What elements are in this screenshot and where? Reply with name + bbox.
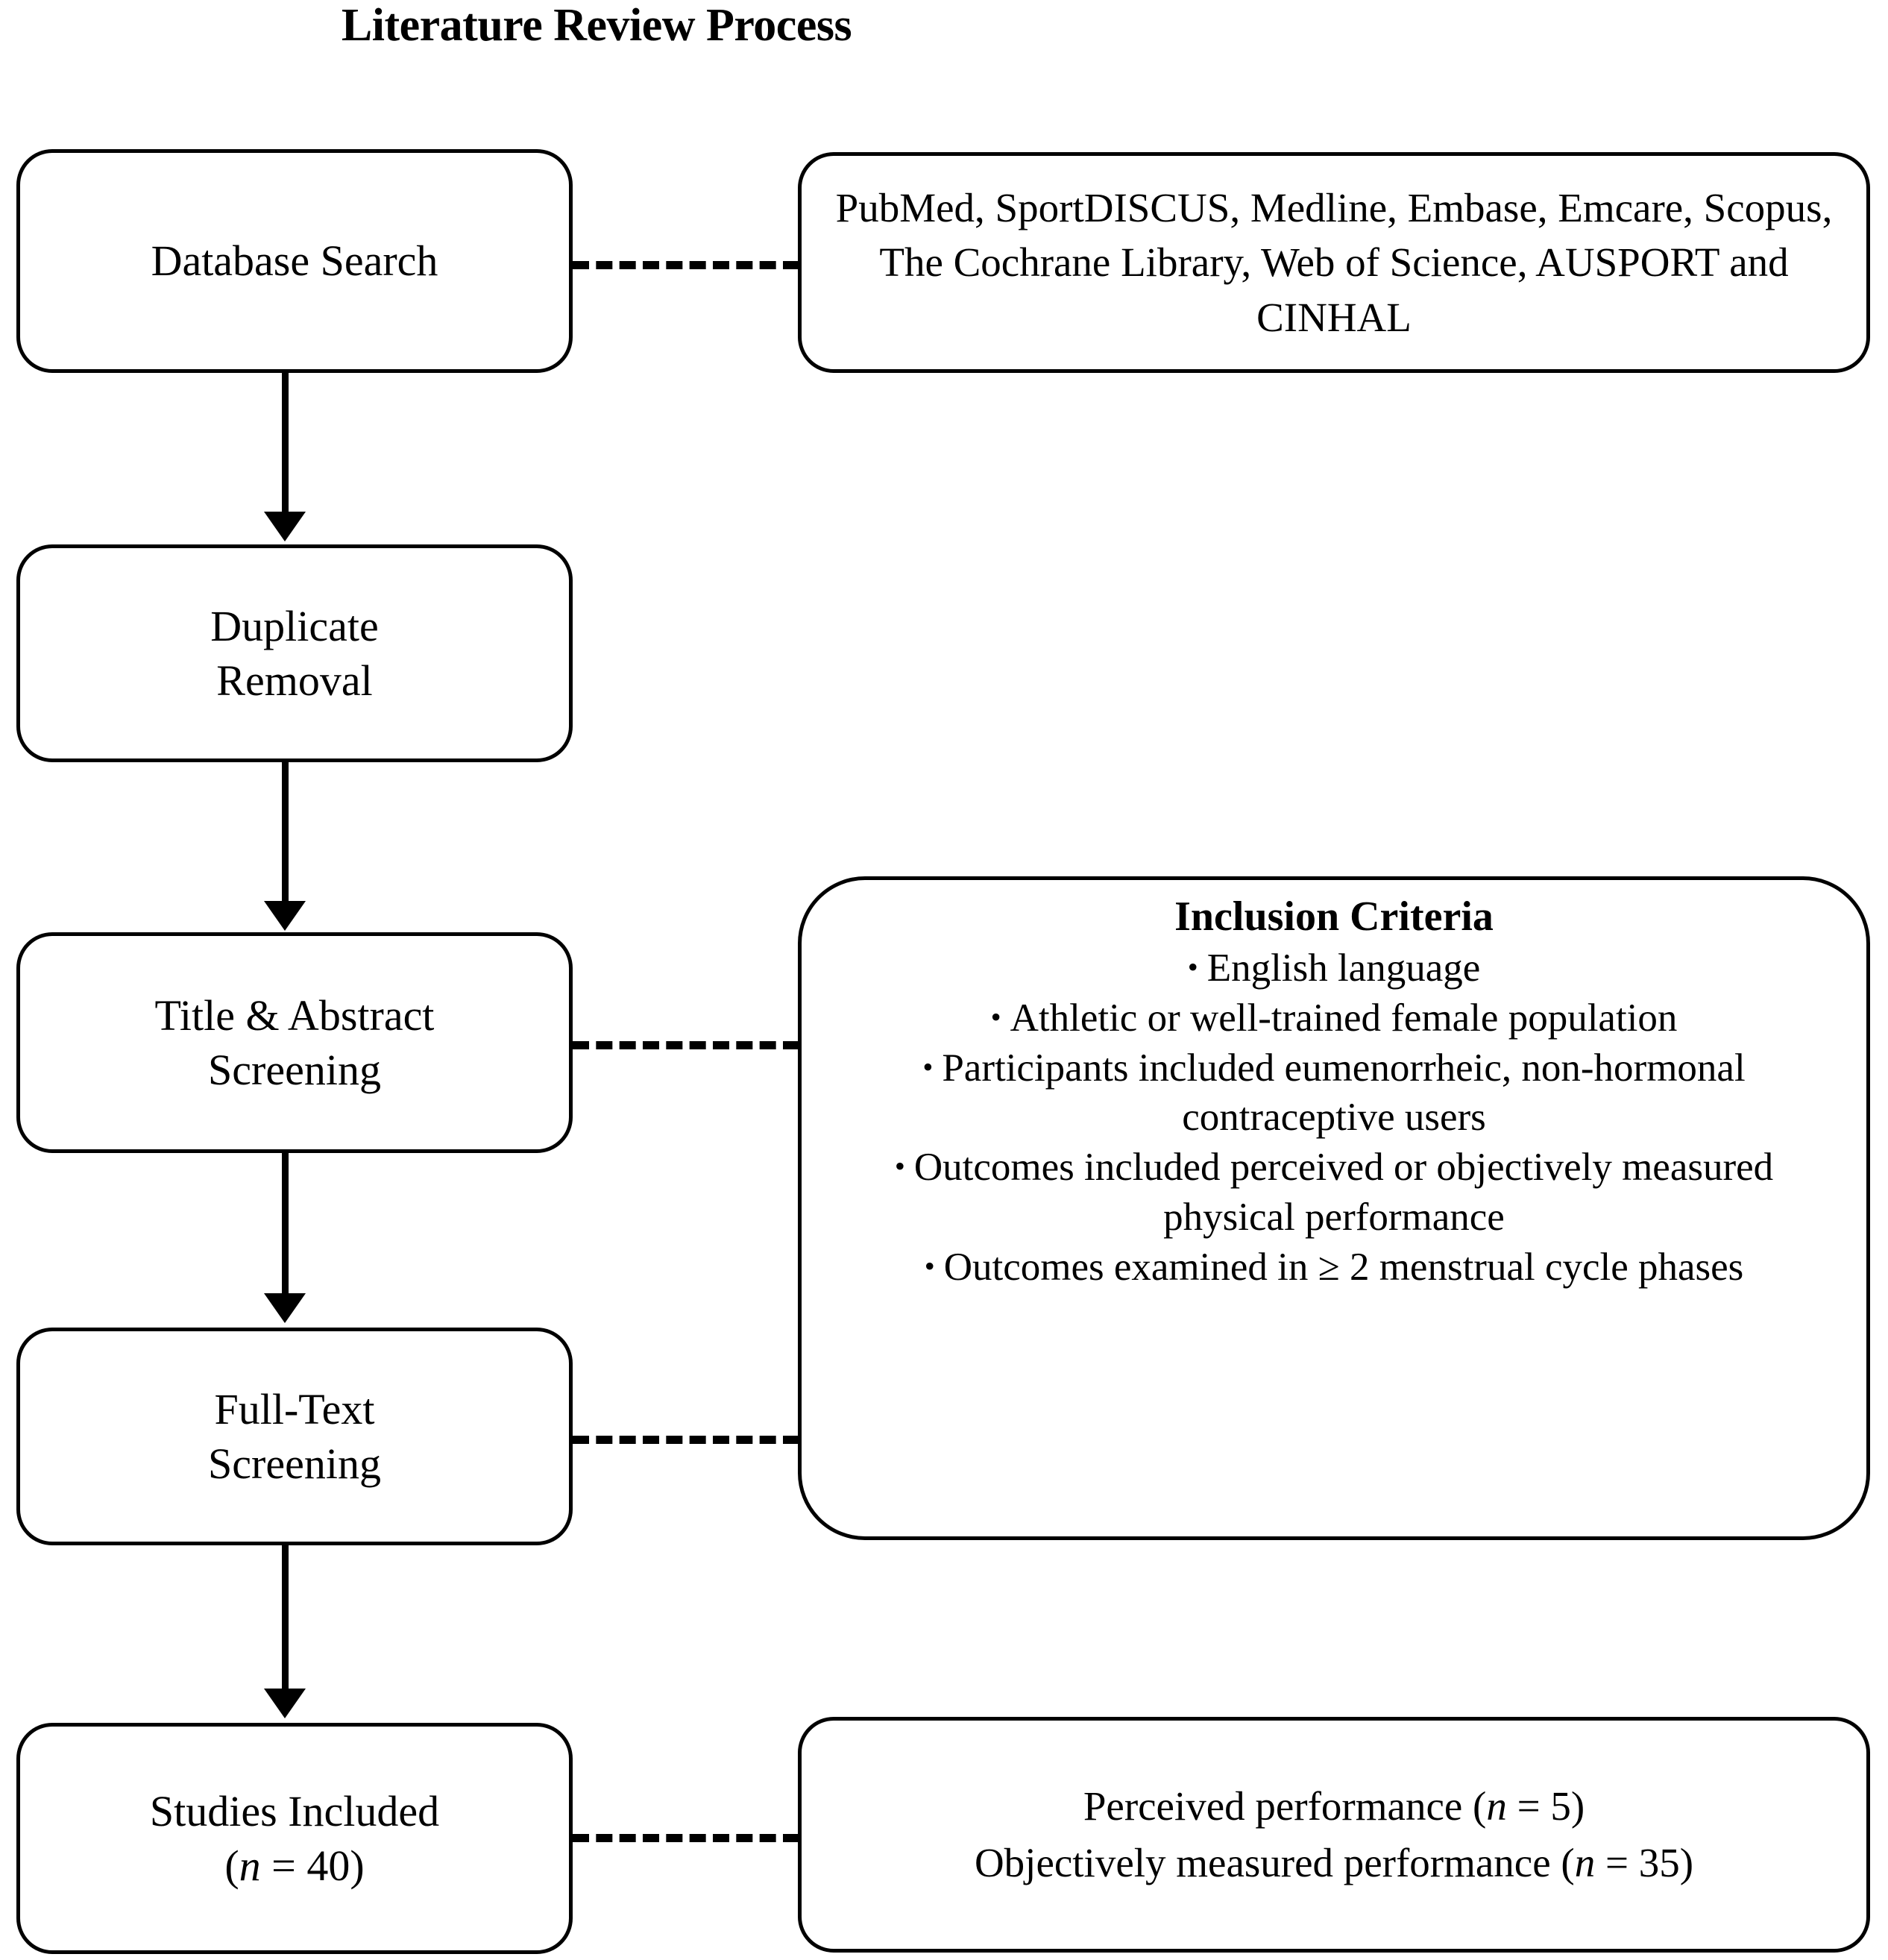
arrowhead-down-icon bbox=[264, 512, 306, 541]
criteria-text: Participants included eumenorrheic, non-… bbox=[942, 1046, 1746, 1140]
node-results-breakdown[interactable]: Perceived performance (n = 5) Objectivel… bbox=[798, 1717, 1870, 1953]
bullet-icon: • bbox=[990, 999, 1001, 1034]
bullet-icon: • bbox=[922, 1049, 934, 1084]
arrow-full-text-to-studies-included bbox=[282, 1545, 289, 1692]
n-symbol: n bbox=[239, 1841, 261, 1890]
bullet-icon: • bbox=[894, 1149, 905, 1184]
result-perceived-value: = 5) bbox=[1506, 1783, 1585, 1829]
full-text-line2: Screening bbox=[208, 1439, 381, 1488]
result-objective-label: Objectively measured performance ( bbox=[974, 1840, 1575, 1885]
criteria-text: Outcomes examined in ≥ 2 menstrual cycle… bbox=[943, 1245, 1744, 1289]
title-abstract-line1: Title & Abstract bbox=[154, 990, 435, 1040]
bullet-icon: • bbox=[1187, 950, 1198, 984]
page-title: Literature Review Process bbox=[341, 0, 852, 51]
list-item: •Participants included eumenorrheic, non… bbox=[819, 1043, 1848, 1143]
dashed-link-title-abstract-to-criteria bbox=[573, 1041, 799, 1049]
node-title-abstract-screening-label: Title & Abstract Screening bbox=[34, 988, 556, 1097]
databases-list-text: PubMed, SportDISCUS, Medline, Embase, Em… bbox=[835, 185, 1833, 340]
node-databases-list[interactable]: PubMed, SportDISCUS, Medline, Embase, Em… bbox=[798, 152, 1870, 373]
result-objective-value: = 35) bbox=[1595, 1840, 1694, 1885]
node-database-search-label: Database Search bbox=[151, 236, 438, 286]
studies-included-value: 40 bbox=[306, 1841, 350, 1890]
duplicate-removal-line1: Duplicate bbox=[210, 601, 379, 650]
title-abstract-line2: Screening bbox=[208, 1046, 381, 1094]
criteria-text: English language bbox=[1206, 946, 1481, 990]
arrowhead-down-icon bbox=[264, 1293, 306, 1323]
criteria-text: Athletic or well-trained female populati… bbox=[1010, 996, 1678, 1040]
node-full-text-screening-label: Full-Text Screening bbox=[34, 1382, 556, 1491]
studies-included-count: (n = 40) bbox=[224, 1841, 365, 1890]
node-database-search[interactable]: Database Search bbox=[16, 149, 573, 373]
arrowhead-down-icon bbox=[264, 901, 306, 931]
dashed-link-included-to-results bbox=[573, 1834, 799, 1842]
result-perceived-label: Perceived performance ( bbox=[1083, 1783, 1487, 1829]
node-full-text-screening[interactable]: Full-Text Screening bbox=[16, 1328, 573, 1545]
criteria-text: Outcomes included perceived or objective… bbox=[913, 1146, 1774, 1240]
list-item: • Athletic or well-trained female populat… bbox=[819, 993, 1848, 1043]
list-item: •Outcomes examined in ≥ 2 menstrual cycl… bbox=[819, 1243, 1848, 1292]
arrow-database-to-duplicate bbox=[282, 373, 289, 515]
dashed-link-database-to-databases bbox=[573, 261, 799, 269]
n-symbol: n bbox=[1486, 1783, 1507, 1829]
result-perceived: Perceived performance (n = 5) bbox=[815, 1778, 1853, 1835]
inclusion-criteria-list: •English language •Athletic or well-trai… bbox=[819, 943, 1848, 1292]
arrow-duplicate-to-title-abstract bbox=[282, 762, 289, 904]
inclusion-criteria-heading: Inclusion Criteria bbox=[1174, 893, 1494, 940]
full-text-line1: Full-Text bbox=[214, 1384, 375, 1433]
bullet-icon: • bbox=[924, 1248, 935, 1283]
node-studies-included-label: Studies Included (n = 40) bbox=[34, 1784, 556, 1893]
node-inclusion-criteria[interactable]: Inclusion Criteria •English language •At… bbox=[798, 876, 1870, 1540]
duplicate-removal-line2: Removal bbox=[216, 656, 373, 705]
node-duplicate-removal-label: Duplicate Removal bbox=[34, 599, 556, 708]
studies-included-line1: Studies Included bbox=[149, 1786, 440, 1835]
node-duplicate-removal[interactable]: Duplicate Removal bbox=[16, 544, 573, 762]
node-title-abstract-screening[interactable]: Title & Abstract Screening bbox=[16, 932, 573, 1153]
list-item: •English language bbox=[819, 943, 1848, 993]
result-objective: Objectively measured performance (n = 35… bbox=[815, 1835, 1853, 1891]
n-symbol: n bbox=[1574, 1840, 1596, 1885]
dashed-link-full-text-to-criteria bbox=[573, 1436, 799, 1444]
arrowhead-down-icon bbox=[264, 1689, 306, 1718]
node-studies-included[interactable]: Studies Included (n = 40) bbox=[16, 1723, 573, 1954]
list-item: •Outcomes included perceived or objectiv… bbox=[819, 1143, 1848, 1243]
arrow-title-abstract-to-full-text bbox=[282, 1153, 289, 1296]
